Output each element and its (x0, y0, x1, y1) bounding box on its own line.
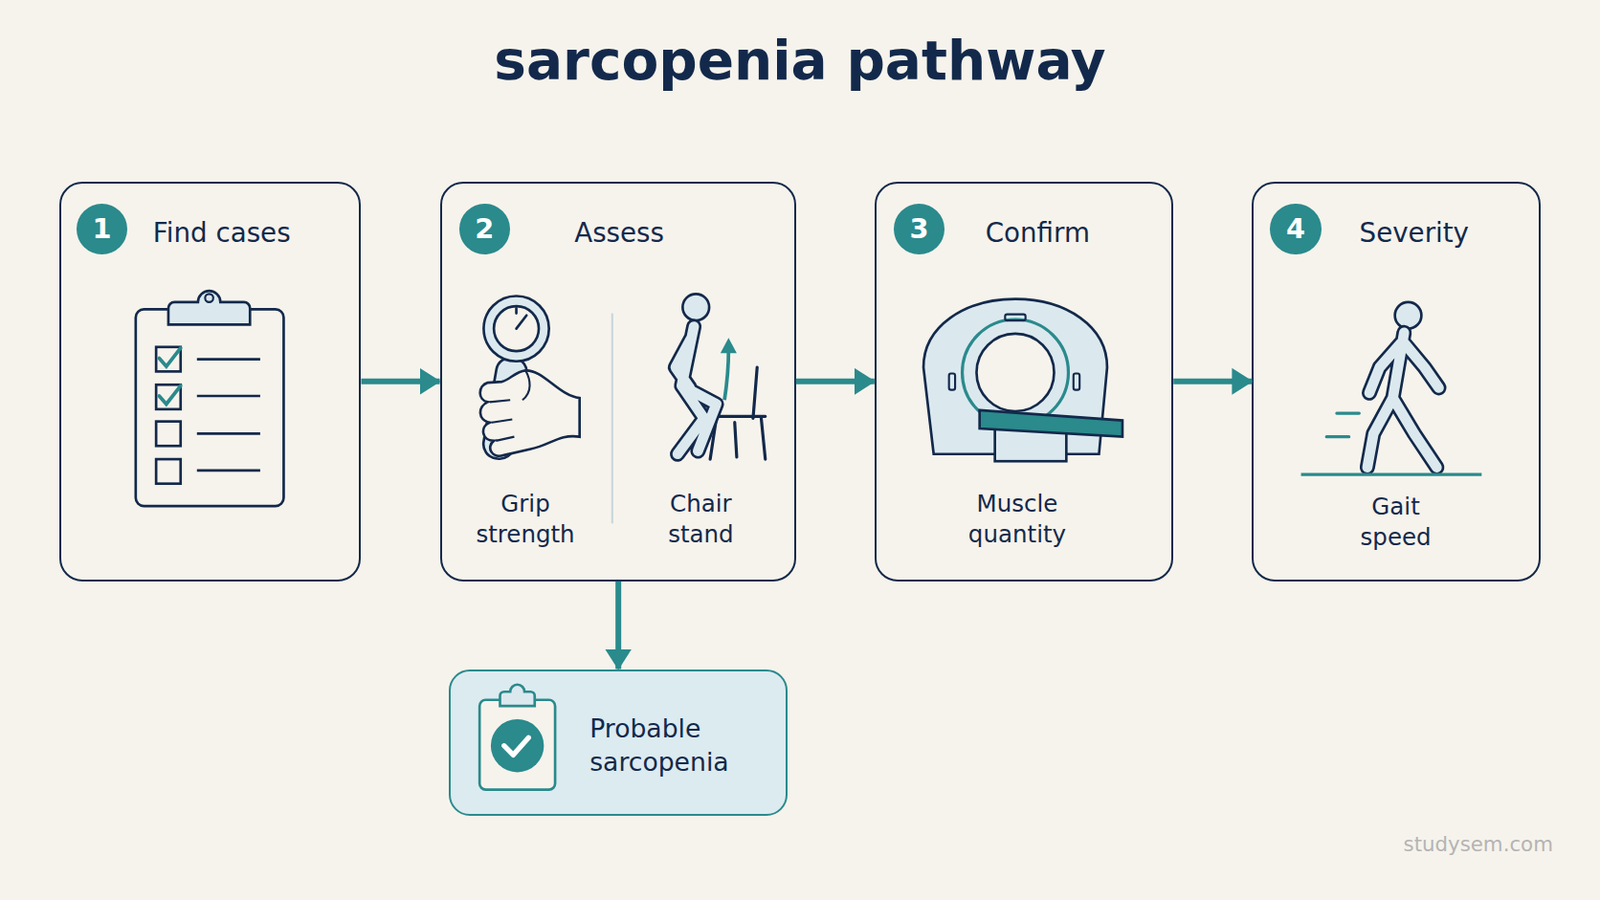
scanner-icon-part (976, 333, 1054, 412)
scanner-icon-part (949, 374, 956, 391)
walker-icon-part (1395, 302, 1423, 330)
step-number: 2 (459, 203, 511, 255)
box-heading: Find cases (153, 216, 357, 251)
checklist-icon-part (168, 290, 250, 325)
checklist-icon-part (155, 347, 181, 373)
flow-arrow (360, 378, 440, 385)
flow-arrow (1173, 378, 1252, 385)
step-box: SeverityGait speed 4 (1251, 181, 1541, 582)
step-box: AssessGrip strength Chair stand 2 (440, 181, 797, 582)
box-label: Chair stand (653, 488, 748, 551)
checklist-icon-part (155, 422, 181, 447)
divider-line-part (611, 313, 614, 525)
confirmed-clipboard-icon (479, 685, 556, 791)
confirmed-clipboard-icon-part (504, 737, 530, 756)
step-box: ConfirmMuscle quantity 3 (874, 181, 1174, 582)
step-number: 1 (76, 203, 128, 255)
dynamometer-icon-part (493, 306, 539, 352)
checklist-icon-part (204, 293, 214, 303)
dynamometer-icon-part (516, 308, 528, 329)
box-heading: Assess (491, 216, 748, 251)
confirmed-clipboard-icon-part (479, 700, 556, 791)
chair-stand-icon-part (710, 367, 766, 460)
flow-arrow (796, 378, 875, 385)
scanner-icon (923, 299, 1123, 463)
step-number-text: 4 (1269, 211, 1321, 247)
walker-icon (1301, 302, 1483, 475)
result-box: Probable sarcopenia (448, 669, 788, 818)
scanner-icon-part (1073, 374, 1080, 391)
step-number-text: 2 (459, 211, 511, 247)
scanner-icon-part (995, 428, 1067, 462)
checklist-icon-part (158, 348, 180, 405)
scanner-icon-part (923, 299, 1108, 455)
box-label: Muscle quantity (959, 488, 1074, 551)
scanner-icon-part (979, 410, 1123, 438)
walker-icon-part (1326, 413, 1359, 438)
step-box: Find cases 1 (59, 181, 362, 582)
box-heading: Severity (1291, 216, 1537, 251)
chair-stand-icon-part (720, 337, 737, 354)
walker-icon-part (1301, 472, 1483, 476)
box-label: Gait speed (1353, 491, 1440, 554)
dynamometer-icon-part (483, 295, 549, 361)
confirmed-clipboard-icon-part (500, 685, 535, 707)
chair-stand-icon-part (675, 326, 717, 454)
dynamometer-icon (480, 295, 580, 462)
chair-stand-icon-part (675, 326, 717, 454)
chair-stand-icon-part (724, 349, 729, 400)
step-number: 4 (1269, 203, 1321, 255)
chair-stand-icon-part (682, 293, 710, 321)
chair-stand-icon (675, 293, 766, 460)
dynamometer-icon-part (480, 370, 580, 456)
scanner-icon-part (1004, 314, 1025, 321)
checklist-icon-part (135, 309, 285, 507)
checklist-icon-part (155, 384, 181, 410)
flow-arrow (615, 581, 622, 670)
step-number-text: 1 (76, 211, 128, 247)
box-heading: Confirm (910, 216, 1166, 251)
divider-line (611, 313, 613, 525)
diagram-title: sarcopenia pathway (187, 31, 1413, 91)
step-number-text: 3 (893, 211, 945, 247)
scanner-icon-part (962, 319, 1069, 426)
step-number: 3 (893, 203, 945, 255)
checklist-icon (135, 290, 285, 507)
checklist-icon-part (155, 459, 181, 485)
watermark: studysem.com (1246, 831, 1554, 859)
dynamometer-icon-part (481, 355, 530, 462)
walker-icon-part (1367, 333, 1440, 468)
walker-icon-part (1367, 333, 1440, 468)
box-heading: Probable sarcopenia (589, 713, 763, 780)
box-label: Grip strength (472, 488, 579, 551)
checklist-icon-part (197, 359, 261, 471)
dynamometer-icon-part (489, 370, 531, 442)
confirmed-clipboard-icon-part (490, 719, 544, 773)
